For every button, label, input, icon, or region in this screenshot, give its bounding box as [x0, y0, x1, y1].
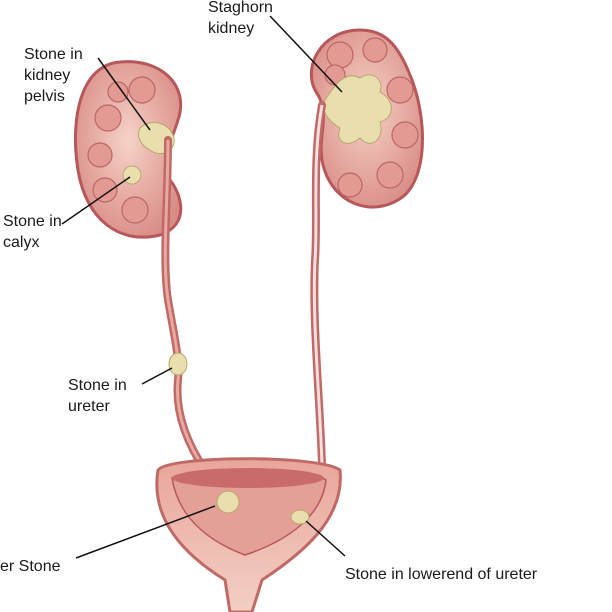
label-ureter: Stone in ureter — [68, 375, 127, 417]
calyx-stone — [122, 165, 142, 185]
leader-ureter — [141, 367, 173, 385]
label-line: ureter — [68, 398, 110, 415]
label-line: kidney — [24, 67, 71, 84]
lowerend-ureter-stone — [290, 509, 310, 525]
bladder-stone — [216, 490, 240, 514]
leader-pelvis — [97, 57, 151, 131]
leader-staghorn — [269, 15, 343, 93]
label-line: kidney — [208, 20, 255, 37]
label-line: Staghorn — [208, 0, 273, 16]
leader-calyx — [61, 176, 131, 225]
bladder — [155, 457, 342, 612]
label-line: Stone in — [68, 377, 127, 394]
leader-lowerend — [305, 520, 346, 557]
label-kidney-pelvis: Stone in kidney pelvis — [24, 44, 83, 107]
label-line: calyx — [3, 234, 40, 251]
label-line: Stone in — [3, 213, 62, 230]
label-staghorn-kidney: Staghorn kidney — [208, 0, 273, 39]
label-lowerend-ureter: Stone in lowerend of ureter — [345, 566, 538, 583]
label-calyx: Stone in calyx — [3, 211, 62, 253]
ureter-stone — [168, 352, 188, 376]
label-bladder-stone: er Stone — [0, 558, 61, 575]
staghorn-stone — [323, 74, 392, 144]
label-line: pelvis — [24, 88, 65, 105]
leader-bladder — [75, 505, 216, 559]
right-kidney — [309, 28, 424, 209]
label-line: Stone in — [24, 46, 83, 63]
